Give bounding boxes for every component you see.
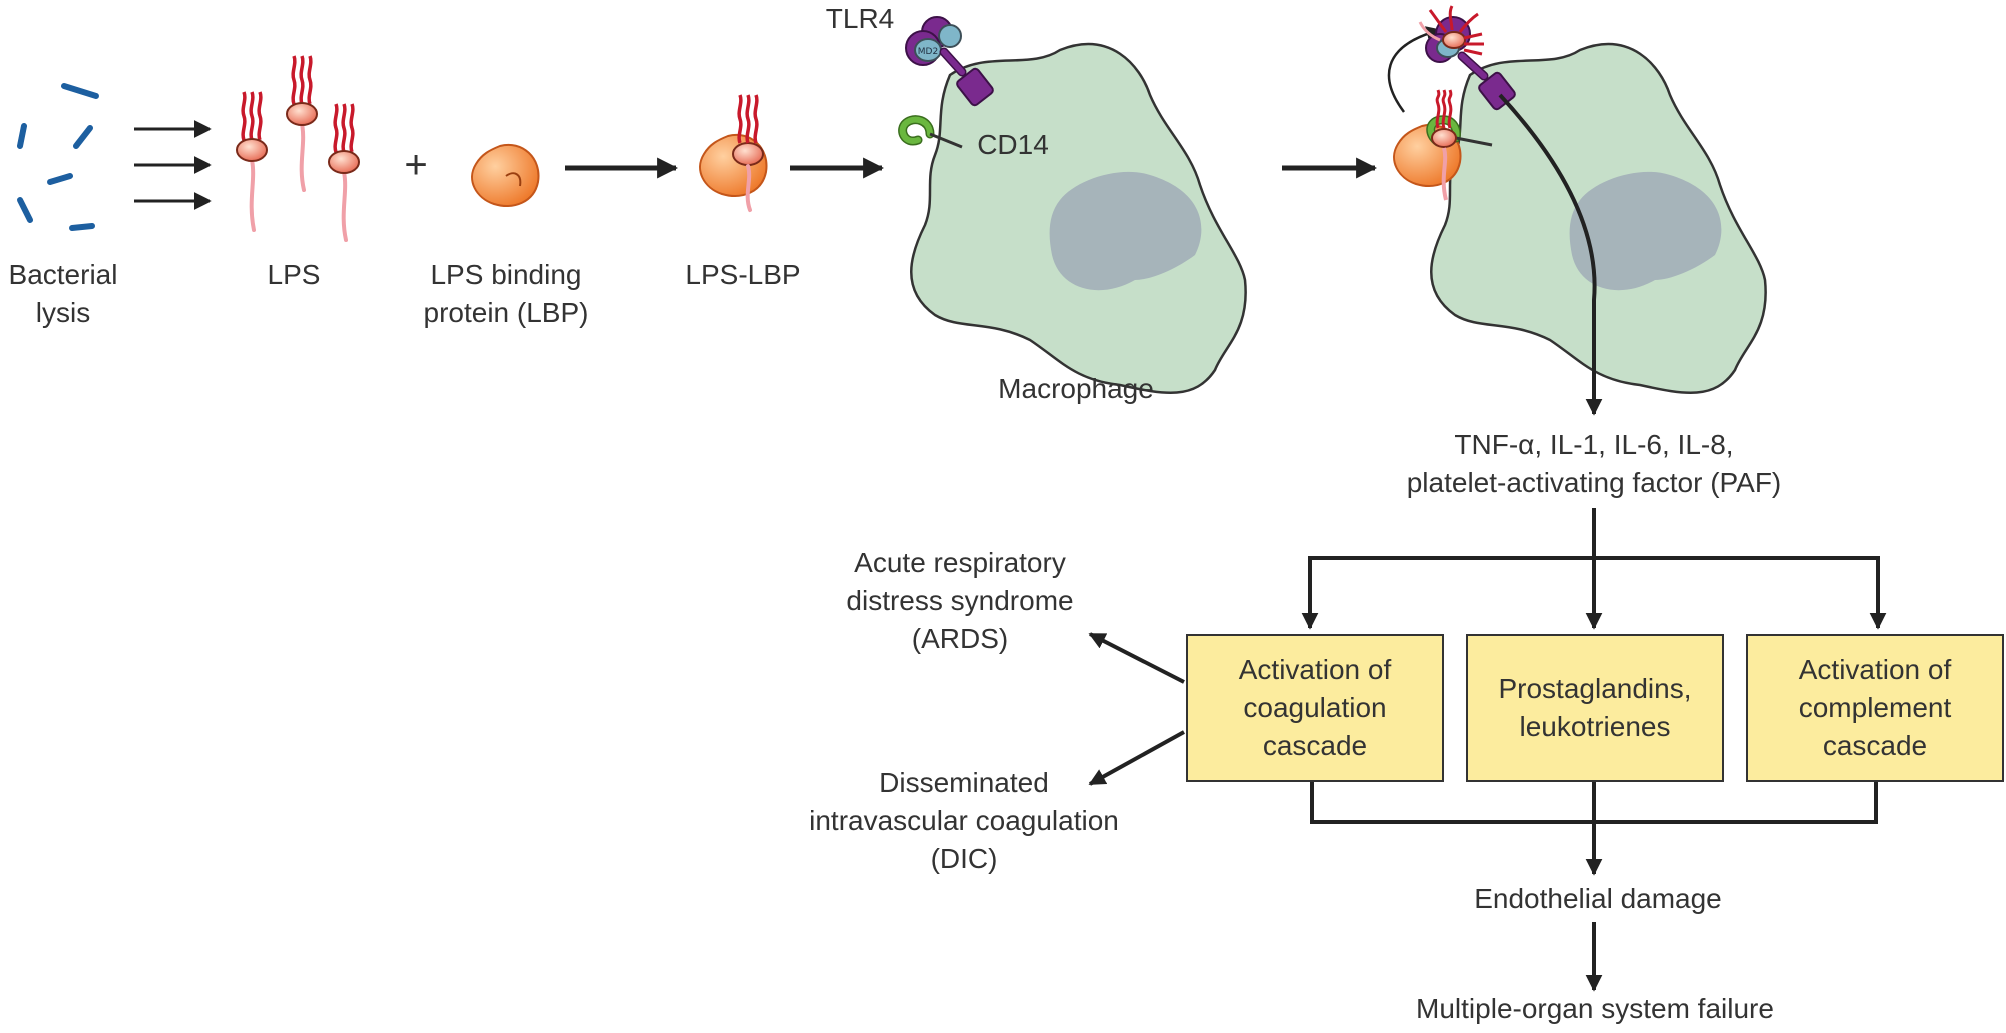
- macrophage-left: [910, 43, 1247, 394]
- label-failure: Multiple-organ system failure: [1340, 990, 1850, 1028]
- label-endothelial: Endothelial damage: [1420, 880, 1776, 918]
- transfer-arrow: [1387, 26, 1442, 113]
- bacterial-lysis-line-1: Bacterial: [8, 259, 118, 290]
- tlr4-receptor-right: [1418, 5, 1516, 111]
- box-coagulation: Activation of coagulation cascade: [1186, 634, 1444, 782]
- lbp-protein: [471, 143, 540, 207]
- ards-line-1: Acute respiratory: [854, 547, 1066, 578]
- lps-lbp-complex: [699, 94, 768, 212]
- prostaglandins-line-1: Prostaglandins,: [1498, 673, 1692, 704]
- label-dic: Disseminated intravascular coagulation (…: [776, 764, 1152, 878]
- complement-line-3: cascade: [1822, 730, 1928, 761]
- complication-arrows: [1088, 632, 1185, 786]
- complement-line-1: Activation of: [1798, 654, 1952, 685]
- label-macrophage: Macrophage: [970, 370, 1182, 408]
- coagulation-line-1: Activation of: [1238, 654, 1392, 685]
- dic-line-3: (DIC): [930, 843, 998, 874]
- ards-line-3: (ARDS): [911, 623, 1009, 654]
- label-tlr4: TLR4: [818, 0, 902, 38]
- label-plus: +: [396, 143, 436, 187]
- dic-line-1: Disseminated: [879, 767, 1049, 798]
- coagulation-line-2: coagulation: [1243, 692, 1387, 723]
- cd14-text: CD14: [977, 129, 1049, 160]
- box-complement: Activation of complement cascade: [1746, 634, 2004, 782]
- cd14-receptor-left: [898, 115, 963, 149]
- failure-text: Multiple-organ system failure: [1416, 993, 1774, 1024]
- prostaglandins-line-2: leukotrienes: [1519, 711, 1671, 742]
- lps-molecules: [236, 55, 360, 242]
- dic-line-2: intravascular coagulation: [809, 805, 1119, 836]
- tlr4-text: TLR4: [825, 3, 895, 34]
- mediators-line-1: TNF-α, IL-1, IL-6, IL-8,: [1454, 429, 1734, 460]
- lps-lbp-text: LPS-LBP: [685, 259, 801, 290]
- label-mediators: TNF-α, IL-1, IL-6, IL-8, platelet-activa…: [1360, 426, 1828, 502]
- label-cd14: CD14: [968, 126, 1058, 164]
- plus-sign: +: [404, 143, 428, 187]
- box-prostaglandins: Prostaglandins, leukotrienes: [1466, 634, 1724, 782]
- lbp-line-1: LPS binding: [430, 259, 582, 290]
- complement-line-2: complement: [1798, 692, 1952, 723]
- lps-molecule-2: [286, 55, 318, 192]
- lps-molecule-3: [328, 103, 360, 242]
- lysis-arrows: [134, 120, 212, 210]
- label-bacterial-lysis: Bacterial lysis: [0, 256, 126, 332]
- mediators-line-2: platelet-activating factor (PAF): [1406, 467, 1782, 498]
- lps-molecule-1: [236, 91, 268, 232]
- label-lps: LPS: [254, 256, 334, 294]
- md2-label-left: MD2: [918, 47, 938, 57]
- macrophage-right: [1430, 43, 1767, 394]
- label-lbp: LPS binding protein (LBP): [400, 256, 612, 332]
- label-ards: Acute respiratory distress syndrome (ARD…: [814, 544, 1106, 658]
- lbp-line-2: protein (LBP): [423, 297, 589, 328]
- lbp-cd14-complex-right: [1393, 89, 1493, 201]
- signal-arrow: [1498, 93, 1603, 416]
- label-lps-lbp: LPS-LBP: [672, 256, 814, 294]
- ards-line-2: distress syndrome: [846, 585, 1074, 616]
- cascade-merge-arrows: [1310, 782, 1878, 992]
- mediator-branch-arrows: [1301, 508, 1887, 630]
- coagulation-line-3: cascade: [1262, 730, 1368, 761]
- bacteria-fragments: [17, 83, 99, 231]
- bacterial-lysis-line-2: lysis: [35, 297, 91, 328]
- tlr4-receptor-left: MD2: [905, 16, 994, 107]
- macrophage-text: Macrophage: [998, 373, 1154, 404]
- lps-text: LPS: [267, 259, 321, 290]
- endothelial-text: Endothelial damage: [1474, 883, 1722, 914]
